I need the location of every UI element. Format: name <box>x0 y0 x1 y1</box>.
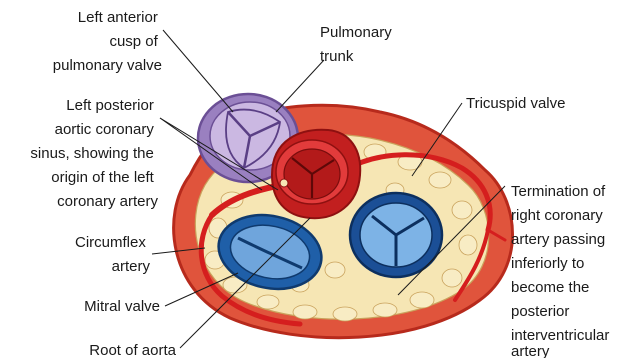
label-circumflex-artery: Circumflex artery <box>75 234 151 275</box>
aortic-valve <box>272 130 360 218</box>
label-tricuspid-valve: Tricuspid valve <box>466 95 565 112</box>
label-left-posterior-sinus: Left posterior aortic coronary sinus, sh… <box>30 97 158 210</box>
label-mitral-valve: Mitral valve <box>84 298 160 315</box>
label-pulmonary-trunk: Pulmonary trunk <box>320 24 396 65</box>
label-left-anterior-cusp: Left anterior cusp of pulmonary valve <box>53 9 162 74</box>
label-termination-rca: Termination of right coronary artery pas… <box>511 183 614 358</box>
label-root-of-aorta: Root of aorta <box>89 342 176 358</box>
